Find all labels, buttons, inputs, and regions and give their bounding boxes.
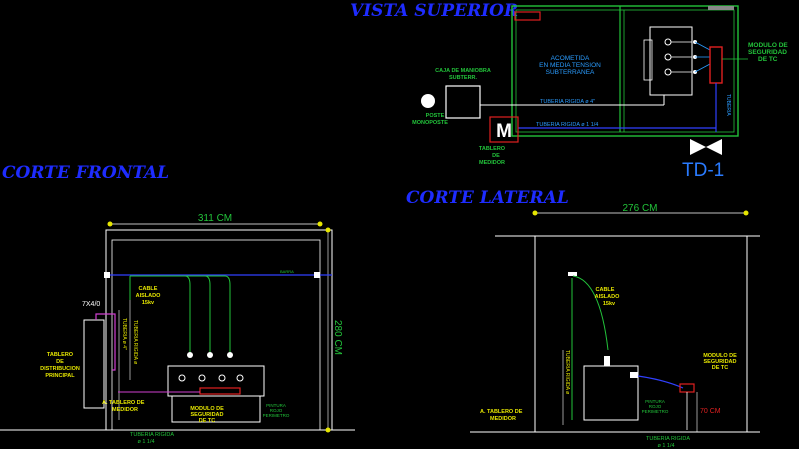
side-pintura-2: ROJO bbox=[649, 404, 662, 409]
front-tab-medidor-1: A. TABLERO DE bbox=[102, 400, 145, 406]
tablero-line-3: DISTRIBUCION bbox=[40, 366, 80, 372]
side-cable-line-3: 15kv bbox=[603, 301, 616, 307]
top-view: ACOMETIDA EN MEDIA TENSION SUBTERRANEA M… bbox=[412, 5, 788, 181]
tablero-line-2: DE bbox=[56, 359, 64, 365]
front-modulo-line-3: DE TC bbox=[199, 418, 216, 424]
modulo-seguridad-top bbox=[709, 46, 723, 84]
medidor-line-2: DE bbox=[492, 153, 500, 159]
front-tuberia-1: TUBERIA RIGIDA bbox=[130, 432, 174, 438]
poste-icon bbox=[421, 94, 435, 108]
front-cable-line-2: AISLADO bbox=[136, 293, 161, 299]
front-barra-label: BARRA bbox=[280, 269, 294, 274]
side-view: 276 CM CABLE AISLADO 15kv TUBERIA RIGIDA… bbox=[470, 203, 760, 449]
vertical-tuberia-top: TUBERIA bbox=[725, 94, 731, 116]
side-modulo-line-3: DE TC bbox=[712, 365, 729, 371]
poste-line-1: POSTE bbox=[426, 113, 445, 119]
front-modulo-line-2: SEGURIDAD bbox=[190, 412, 223, 418]
tablero-distribucion-box bbox=[83, 319, 105, 409]
side-transformer bbox=[583, 365, 639, 421]
side-tab-medidor-1: A. TABLERO DE bbox=[480, 409, 523, 415]
tablero-line-4: PRINCIPAL bbox=[45, 373, 75, 379]
front-pintura-3: PERIMETRO bbox=[263, 413, 290, 418]
front-tab-medidor-2: MEDIDOR bbox=[112, 407, 138, 413]
front-modulo-red bbox=[199, 387, 241, 395]
title-vista-superior: VISTA SUPERIOR bbox=[350, 1, 518, 21]
medidor-line-3: MEDIDOR bbox=[479, 160, 505, 166]
side-pintura-3: PERIMETRO bbox=[642, 409, 669, 414]
acometida-line-2: EN MEDIA TENSION bbox=[539, 62, 601, 69]
front-dim-height: 280 CM bbox=[332, 320, 343, 355]
medidor-box bbox=[489, 116, 519, 143]
front-tuberia-2: ø 1 1/4 bbox=[137, 439, 154, 445]
modulo-top-line-2: SEGURIDAD bbox=[748, 49, 787, 56]
acometida-line-3: SUBTERRANEA bbox=[546, 69, 595, 76]
tablero-line-1: TABLERO bbox=[47, 352, 74, 358]
front-cable-line-1: CABLE bbox=[139, 286, 158, 292]
side-tuberia-2: ø 1 1/4 bbox=[657, 443, 674, 449]
title-corte-frontal: CORTE FRONTAL bbox=[2, 163, 169, 183]
side-dim-height: 70 CM bbox=[700, 408, 721, 415]
caja-maniobra-box bbox=[445, 85, 481, 119]
front-pintura-2: ROJO bbox=[270, 408, 283, 413]
front-vertical-2: TUBERIA RIGIDA ø bbox=[132, 320, 138, 364]
front-cable-line-3: 15kv bbox=[142, 300, 155, 306]
td-1-label: TD-1 bbox=[682, 160, 724, 181]
side-cable-line-2: AISLADO bbox=[595, 294, 620, 300]
side-dim-width: 276 CM bbox=[622, 203, 657, 214]
transformer-box bbox=[649, 26, 693, 96]
medidor-line-1: TABLERO bbox=[479, 146, 506, 152]
title-corte-lateral: CORTE LATERAL bbox=[406, 188, 569, 208]
medidor-symbol: M bbox=[496, 121, 512, 142]
side-cable-line-1: CABLE bbox=[596, 287, 615, 293]
acometida-line-1: ACOMETIDA bbox=[551, 55, 590, 62]
poste-line-2: MONOPOSTE bbox=[412, 120, 448, 126]
front-vertical-1: TUBERIA ø 4" bbox=[121, 318, 127, 350]
side-modulo-line-1: MODULO DE bbox=[703, 353, 737, 359]
side-tab-medidor-2: MEDIDOR bbox=[490, 416, 516, 422]
front-modulo-line-1: MODULO DE bbox=[190, 406, 224, 412]
caja-line-2: SUBTERR. bbox=[449, 75, 478, 81]
side-tuberia-1: TUBERIA RIGIDA bbox=[646, 436, 690, 442]
side-pintura-1: PINTURA bbox=[645, 399, 665, 404]
modulo-top-line-1: MODULO DE bbox=[748, 42, 788, 49]
front-view: 311 CM 280 CM BARRA CABLE AISLADO 15kv T… bbox=[0, 213, 355, 445]
tuberia-4in-top: TUBERIA RIGIDA ø 4" bbox=[540, 99, 595, 105]
caja-line-1: CAJA DE MANIOBRA bbox=[435, 68, 491, 74]
td-switch-icon bbox=[690, 139, 722, 155]
front-dim-width: 311 CM bbox=[198, 213, 232, 224]
side-vertical-1: TUBERIA RIGIDA ø bbox=[564, 350, 570, 394]
front-tag: 7X4/0 bbox=[82, 301, 100, 308]
modulo-top-line-3: DE TC bbox=[758, 56, 778, 63]
tuberia-114-top: TUBERIA RIGIDA ø 1 1/4 bbox=[536, 122, 598, 128]
side-modulo-line-2: SEGURIDAD bbox=[703, 359, 736, 365]
front-pintura-1: PINTURA bbox=[266, 403, 286, 408]
